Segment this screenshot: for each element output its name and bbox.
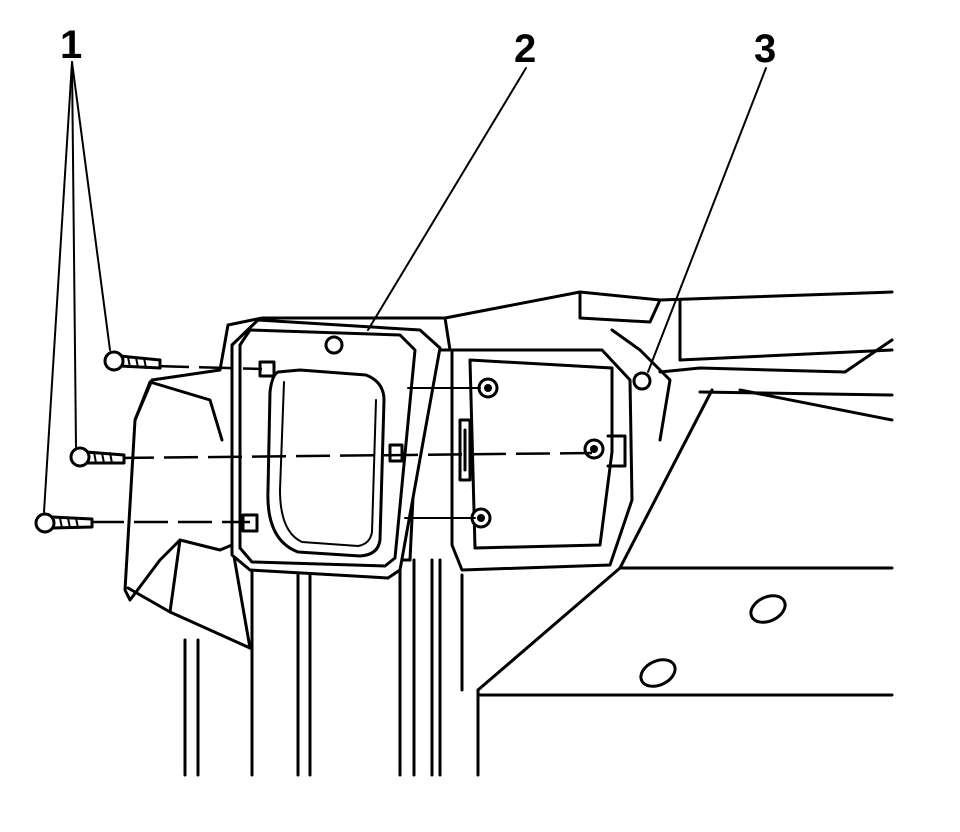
callout-2: 2: [514, 27, 536, 71]
body-structure: [183, 290, 894, 777]
mounting-bracket-icon: [450, 348, 634, 572]
module-mount-hole: [324, 335, 344, 355]
control-module-icon: [230, 318, 442, 580]
screw-icon: [103, 350, 162, 372]
callout-1: 1: [60, 23, 82, 67]
fastener-alignment-lines: [90, 364, 593, 524]
slot-hole: [639, 658, 677, 688]
locator-hole-icon: [632, 371, 652, 391]
screw-icon: [69, 446, 126, 468]
screw-icon: [34, 512, 94, 534]
callout-leaders: [43, 61, 767, 513]
callout-3: 3: [754, 27, 776, 71]
slot-hole: [749, 594, 787, 624]
